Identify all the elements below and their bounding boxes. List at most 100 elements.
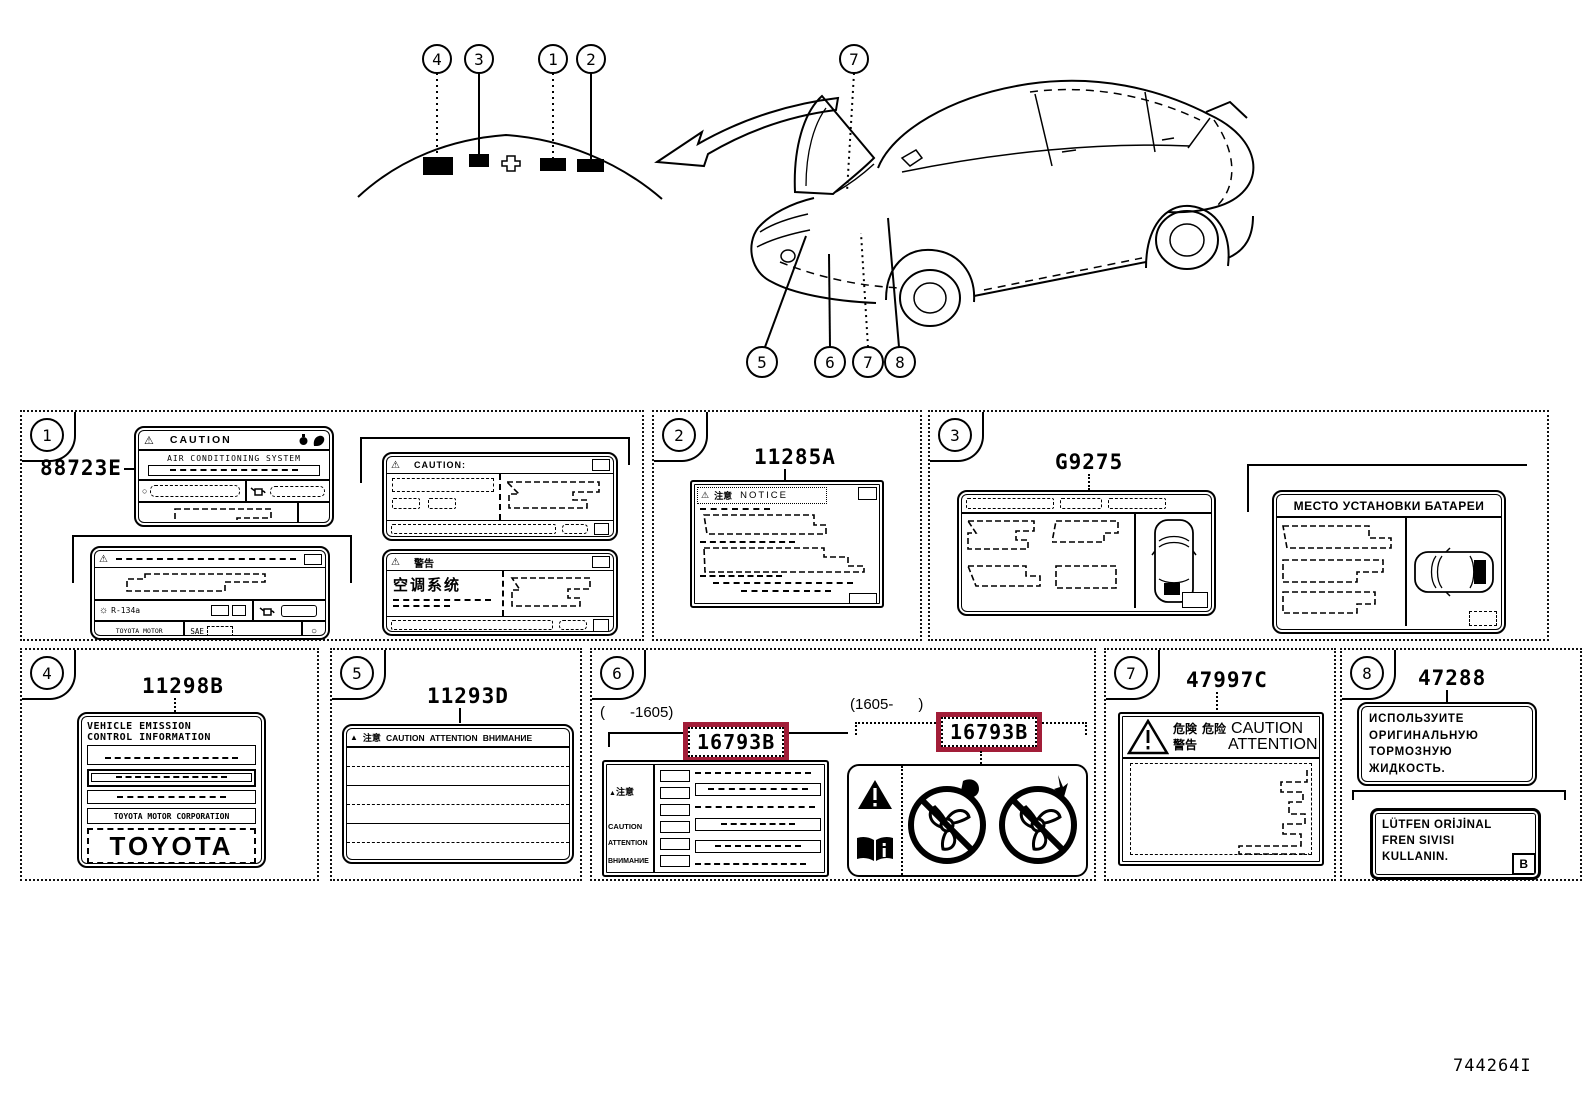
bracket	[360, 437, 630, 485]
notice-warn-cn: 注意	[714, 491, 733, 501]
callout-number: 8	[895, 353, 905, 372]
label-body: 空调系统	[387, 571, 613, 616]
label-caution-multilang-1: ⚠ CAUTION:	[382, 452, 618, 541]
part-number-G9275[interactable]: G9275	[1055, 450, 1124, 474]
callout-number: 4	[432, 50, 442, 69]
no-reach-fan-icon	[999, 774, 1078, 864]
redacted-paragraphs	[962, 514, 1134, 608]
warn-cn-cell: ▲注意	[609, 787, 634, 797]
label-row	[347, 786, 569, 805]
redacted-paragraph	[703, 547, 865, 573]
highlighted-part-16793B-old[interactable]: 16793B	[683, 722, 790, 762]
part-number-88723E[interactable]: 88723E	[40, 456, 122, 480]
callout-circle-6	[814, 346, 846, 378]
callout-circle-8	[884, 346, 916, 378]
maker-box: TOYOTA MOTOR CORPORATION	[87, 808, 256, 824]
battery-mark	[1474, 560, 1486, 584]
danger-jp: 危険	[1173, 722, 1198, 736]
language-column: ▲注意 CAUTION ATTENTION ВНИМАНИЕ	[607, 765, 655, 872]
ru-line: ТОРМОЗНУЮ	[1369, 746, 1453, 758]
circle-icon: ○	[310, 625, 317, 636]
callout-number: 2	[586, 50, 596, 69]
part-number-47288[interactable]: 47288	[1418, 666, 1487, 690]
warning-triangle-icon: ⚠	[144, 434, 154, 447]
label-row: ○	[139, 479, 329, 501]
brand-box: TOYOTA	[87, 828, 256, 863]
warning-triangle-outline-icon	[1127, 719, 1169, 755]
part-number-11293D[interactable]: 11293D	[427, 684, 509, 708]
label-row	[347, 824, 569, 843]
redacted-paragraphs	[1277, 518, 1405, 626]
part-leader	[1446, 690, 1448, 702]
part-number-11285A[interactable]: 11285A	[754, 445, 836, 469]
part-leader	[1216, 692, 1218, 710]
small-icon-box	[592, 556, 610, 568]
panel-7: 7 47997C 危険 危险 CAUTION	[1104, 648, 1336, 881]
car-front-hub	[913, 282, 947, 314]
pictogram-column	[655, 765, 695, 872]
warning-title-cn: 警告	[413, 558, 434, 570]
part-number-47997C[interactable]: 47997C	[1186, 668, 1268, 692]
label-footer	[139, 501, 329, 522]
bracket	[72, 535, 352, 585]
label-warning-cn: ⚠ 警告 空调系统	[382, 549, 618, 636]
part-number-11298B[interactable]: 11298B	[142, 674, 224, 698]
part-leader	[124, 468, 136, 470]
bracket	[1352, 790, 1566, 802]
callout-number: 1	[548, 50, 558, 69]
ru-line: ОРИГИНАЛЬНУЮ	[1369, 729, 1479, 742]
warning-triangle-filled-icon	[858, 779, 892, 809]
label-banner	[962, 495, 1211, 514]
car-topview-container	[1136, 514, 1211, 608]
highlighted-part-16793B-new[interactable]: 16793B	[936, 712, 1043, 752]
label-mark-1	[540, 158, 566, 171]
car-sill	[973, 261, 1147, 297]
panel-number: 4	[30, 656, 64, 690]
filled-triangle-icon: ▲	[350, 733, 358, 742]
label-fan-warning-pictogram	[847, 764, 1088, 877]
panel-5: 5 11293D ▲ 注意 CAUTION ATTENTION ВНИМАНИЕ	[330, 648, 582, 881]
arrow-icon	[654, 96, 840, 168]
attention-fr: ATTENTION	[1228, 736, 1318, 753]
panel-tab: 6	[592, 650, 646, 700]
arrow-down-mark	[1054, 774, 1069, 797]
car-rear-wheel	[1155, 210, 1219, 270]
text-column	[695, 765, 824, 872]
redacted-body	[1130, 763, 1312, 855]
leader-7t	[846, 72, 855, 193]
panel-number: 6	[600, 656, 634, 690]
maker-text: TOYOTA MOTOR CORPORATION	[95, 622, 186, 635]
car-beltline	[901, 144, 1191, 173]
hood-detail-view	[357, 44, 663, 200]
panel-number: 2	[662, 418, 696, 452]
redacted-paragraph	[695, 582, 879, 603]
label-footer	[387, 520, 613, 536]
leader-6	[828, 253, 831, 348]
callout-number: 7	[849, 50, 859, 69]
warn-fr-cell: ATTENTION	[608, 840, 648, 847]
label-mark-2	[577, 159, 604, 172]
car-cowl	[835, 163, 875, 193]
redacted-line-box	[148, 465, 320, 476]
tr-line: KULLANIN.	[1382, 851, 1449, 863]
caution-title: CAUTION:	[413, 460, 466, 470]
hand-icon	[313, 435, 325, 446]
warn-fr: ATTENTION	[429, 732, 478, 743]
panel-1: 1 88723E ⚠ CAUTION AIR CONDITIONING SYST…	[20, 410, 644, 641]
sae-text: SAE	[190, 626, 204, 636]
callout-number: 6	[825, 353, 835, 372]
label-row	[347, 748, 569, 767]
label-body	[962, 514, 1211, 608]
label-ac-caution-en: ⚠ CAUTION AIR CONDITIONING SYSTEM	[134, 426, 334, 527]
notice-title: NOTICE	[740, 490, 788, 501]
warn-en-cell: CAUTION	[608, 822, 643, 831]
warning-triangle-icon: ⚠	[391, 556, 400, 568]
label-footer	[387, 616, 613, 631]
warn-cn: 注意	[362, 733, 381, 743]
emission-line2: CONTROL INFORMATION	[87, 732, 211, 743]
car-foglight	[780, 249, 796, 263]
panel-tab: 8	[1342, 650, 1396, 700]
refrigerant-row: ☼ R-134a	[95, 599, 325, 620]
pictogram-body	[849, 766, 1086, 875]
caution-header-text: 危険 危险 CAUTION 警告 ATTENTION	[1173, 721, 1319, 753]
